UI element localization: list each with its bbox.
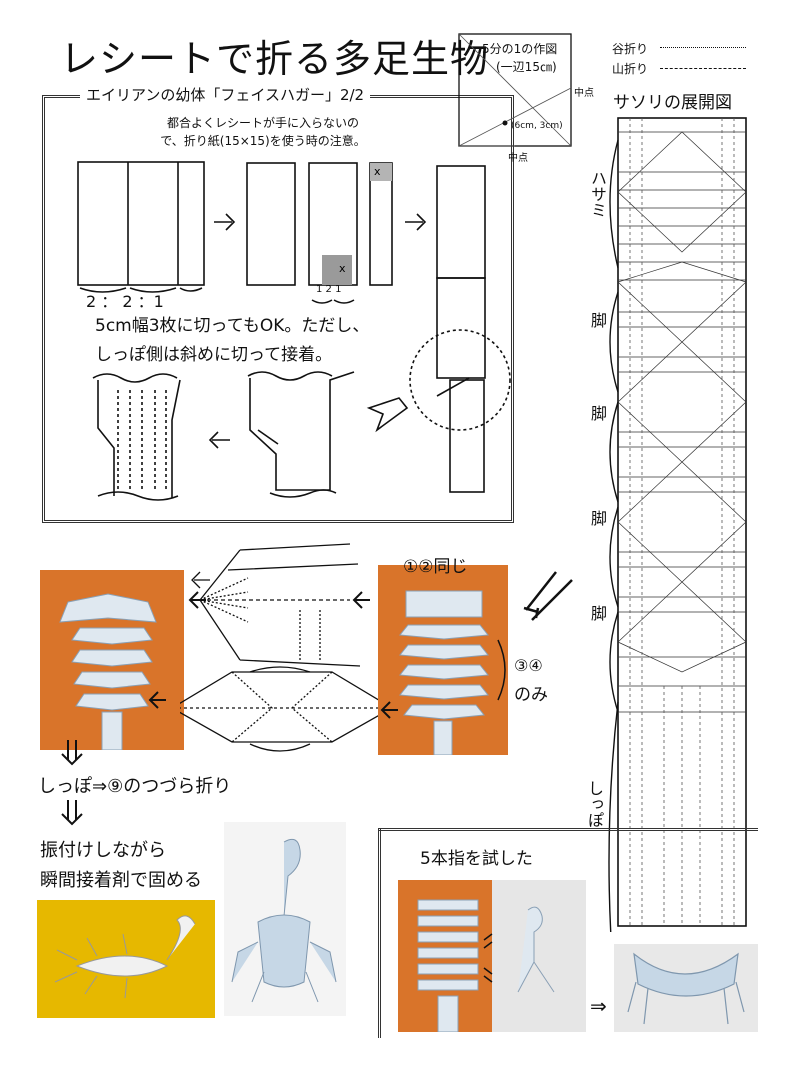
small-ratio: 1 2 1: [316, 284, 342, 295]
bottom-frame-left: [378, 828, 381, 1038]
label-leg-4: 脚: [588, 605, 607, 621]
body-model-image: [399, 590, 489, 755]
note-line-1: 都合よくレシートが手に入らないの: [166, 116, 359, 130]
right-arrow: ⇒: [590, 994, 607, 1018]
mountain-fold-label: 山折り: [612, 62, 649, 76]
page-title: レシートで折る多足生物: [60, 37, 490, 81]
valley-fold-line: [660, 47, 746, 48]
fifth-box-line-1: 5分の1の作図: [482, 42, 558, 56]
pose-line-2: 瞬間接着剤で固める: [40, 870, 202, 891]
claw-diagrams: [180, 543, 390, 752]
valley-fold-label: 谷折り: [612, 42, 649, 56]
label-tail: しっぽ: [585, 780, 604, 828]
midpoint-bottom: 中点: [508, 153, 528, 164]
note-line-2: で、折り紙(15×15)を使う時の注意。: [160, 134, 366, 148]
coordinate-label: (6cm, 3cm): [511, 121, 563, 131]
mountain-fold-line: [660, 68, 746, 69]
label-leg-2: 脚: [588, 405, 607, 421]
tail-fold-label: しっぽ⇒⑨のつづら折り: [38, 776, 232, 797]
white-scorpion-image: [54, 915, 196, 999]
cut-line-2: しっぽ側は斜めに切って接着。: [95, 345, 333, 365]
section-title: エイリアンの幼体「フェイスハガー」2/2: [80, 84, 371, 105]
blue-scorpion-image: [231, 838, 337, 1003]
ratio-label: 2 ： 2 ：1: [86, 292, 164, 311]
construction-box: [458, 33, 572, 147]
label-leg-1: 脚: [588, 312, 607, 328]
strip-diagrams: x x: [77, 161, 511, 501]
pose-instructions: 振付けしながら 瞬間接着剤で固める: [40, 836, 202, 896]
paper-note: 都合よくレシートが手に入らないの で、折り紙(15×15)を使う時の注意。: [138, 114, 388, 150]
x-mark-2: x: [374, 165, 381, 178]
arrows-middle: [61, 571, 573, 826]
only-34-a: ③④: [514, 656, 543, 675]
five-finger-image: [417, 880, 586, 1032]
fifth-box-line-2: (一辺15㎝): [496, 60, 557, 74]
pose-line-1: 振付けしながら: [40, 840, 166, 861]
label-leg-3: 脚: [588, 510, 607, 526]
photo-claws-folded: [40, 570, 184, 750]
x-mark-1: x: [339, 262, 346, 275]
only-34-b: のみ: [514, 685, 548, 705]
photo-body-folded: [378, 565, 508, 755]
photo-white-scorpion: [37, 900, 215, 1018]
photo-blue-scorpion: [224, 822, 346, 1016]
photo-five-finger: [398, 880, 586, 1032]
scorpion-title: サソリの展開図: [613, 93, 732, 113]
photo-hand-closeup: [614, 944, 758, 1032]
folded-model-image: [59, 593, 157, 750]
crease-pattern: [617, 117, 747, 927]
hand-closeup-image: [627, 952, 745, 1025]
midpoint-right: 中点: [574, 88, 594, 99]
cut-instructions: 5cm幅3枚に切ってもOK。ただし、 しっぽ側は斜めに切って接着。: [95, 312, 369, 370]
same-12-label: ①②同じ: [403, 557, 468, 577]
section-braces: [608, 139, 619, 932]
five-finger-label: 5本指を試した: [420, 849, 533, 869]
label-claws: ハサミ: [588, 170, 607, 218]
bottom-frame-top: [378, 828, 758, 833]
cut-line-1: 5cm幅3枚に切ってもOK。ただし、: [95, 316, 370, 336]
